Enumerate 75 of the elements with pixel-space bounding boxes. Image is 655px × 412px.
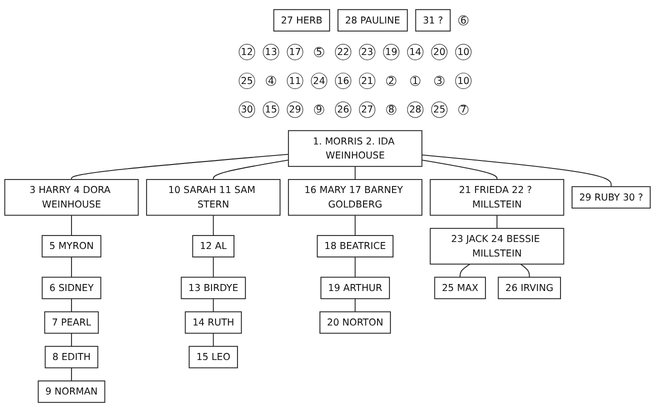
- node-circle: 17: [286, 44, 304, 60]
- node-circle: 1: [410, 76, 420, 86]
- node-box: 9 NORMAN: [38, 380, 106, 403]
- connector: [212, 214, 214, 236]
- node-box: 12 AL: [192, 235, 234, 258]
- node-box: 16 MARY 17 BARNEY GOLDBERG: [288, 179, 422, 216]
- connector: [354, 256, 356, 278]
- connector: [354, 166, 356, 180]
- node-circle: 27: [359, 102, 376, 118]
- node-circle: 14: [407, 44, 424, 60]
- node-box: 7 PEARL: [44, 311, 99, 334]
- connector: [212, 256, 214, 278]
- node-circle: 20: [431, 44, 448, 60]
- connector: [354, 214, 356, 236]
- node-box: 19 ARTHUR: [320, 276, 390, 300]
- node-box: 18 BEATRICE: [316, 235, 394, 258]
- node-circle: 10: [455, 44, 472, 60]
- connector: [212, 160, 289, 180]
- node-box: 23 JACK 24 BESSIE MILLSTEIN: [430, 228, 564, 265]
- node-circle: 29: [286, 102, 304, 118]
- node-box: 28 PAULINE: [338, 9, 408, 32]
- node-box: 21 FRIEDA 22 ? MILLSTEIN: [430, 179, 564, 216]
- node-box: 15 LEO: [188, 346, 238, 368]
- node-circle: 3: [434, 76, 444, 86]
- node-box: 3 HARRY 4 DORA WEINHOUSE: [4, 179, 139, 216]
- connector: [421, 160, 498, 180]
- node-circle: 22: [334, 44, 352, 60]
- node-box: 6 SIDNEY: [42, 276, 102, 300]
- connector: [212, 332, 214, 347]
- node-circle: 12: [238, 44, 256, 60]
- node-box: 29 RUBY 30 ?: [572, 186, 651, 209]
- node-circle: 23: [359, 44, 376, 60]
- connector: [71, 367, 72, 382]
- node-circle: 30: [238, 102, 256, 118]
- node-box: 10 SARAH 11 SAM STERN: [146, 179, 281, 216]
- node-box: 5 MYRON: [42, 235, 102, 258]
- node-circle: 21: [359, 72, 376, 90]
- node-box: 31 ?: [415, 9, 451, 32]
- connector: [71, 332, 72, 347]
- connector: [71, 256, 72, 278]
- node-box: 14 RUTH: [184, 311, 242, 334]
- node-circle: 8: [386, 104, 396, 115]
- node-circle: 5: [314, 46, 324, 58]
- connector: [421, 154, 612, 188]
- node-circle: 11: [286, 72, 304, 90]
- node-box: 27 HERB: [273, 9, 330, 32]
- connector: [520, 264, 530, 278]
- node-circle: 24: [310, 72, 328, 90]
- node-circle: 9: [314, 104, 324, 115]
- node-circle: 25: [431, 102, 448, 118]
- node-circle: 28: [407, 102, 424, 118]
- connector: [460, 264, 470, 278]
- connector: [71, 214, 72, 236]
- node-box: 25 MAX: [434, 276, 486, 300]
- node-circle: 2: [386, 76, 396, 86]
- connector: [71, 298, 72, 312]
- node-circle: 4: [266, 76, 276, 86]
- connector: [71, 154, 289, 180]
- connector: [212, 298, 214, 312]
- node-circle: 6: [458, 15, 468, 26]
- node-box: 20 NORTON: [319, 311, 391, 334]
- node-box: 26 IRVING: [498, 276, 561, 300]
- node-circle: 19: [383, 44, 400, 60]
- node-circle: 7: [458, 104, 468, 115]
- node-circle: 13: [262, 44, 280, 60]
- node-circle: 10: [455, 72, 472, 90]
- node-circle: 15: [262, 102, 280, 118]
- connector: [496, 214, 498, 229]
- node-box: 1. MORRIS 2. IDA WEINHOUSE: [288, 130, 422, 167]
- node-circle: 16: [334, 72, 352, 90]
- node-box: 13 BIRDYE: [180, 276, 246, 300]
- node-circle: 25: [238, 72, 256, 90]
- node-circle: 26: [334, 102, 352, 118]
- node-box: 8 EDITH: [44, 346, 98, 368]
- connector: [354, 298, 356, 312]
